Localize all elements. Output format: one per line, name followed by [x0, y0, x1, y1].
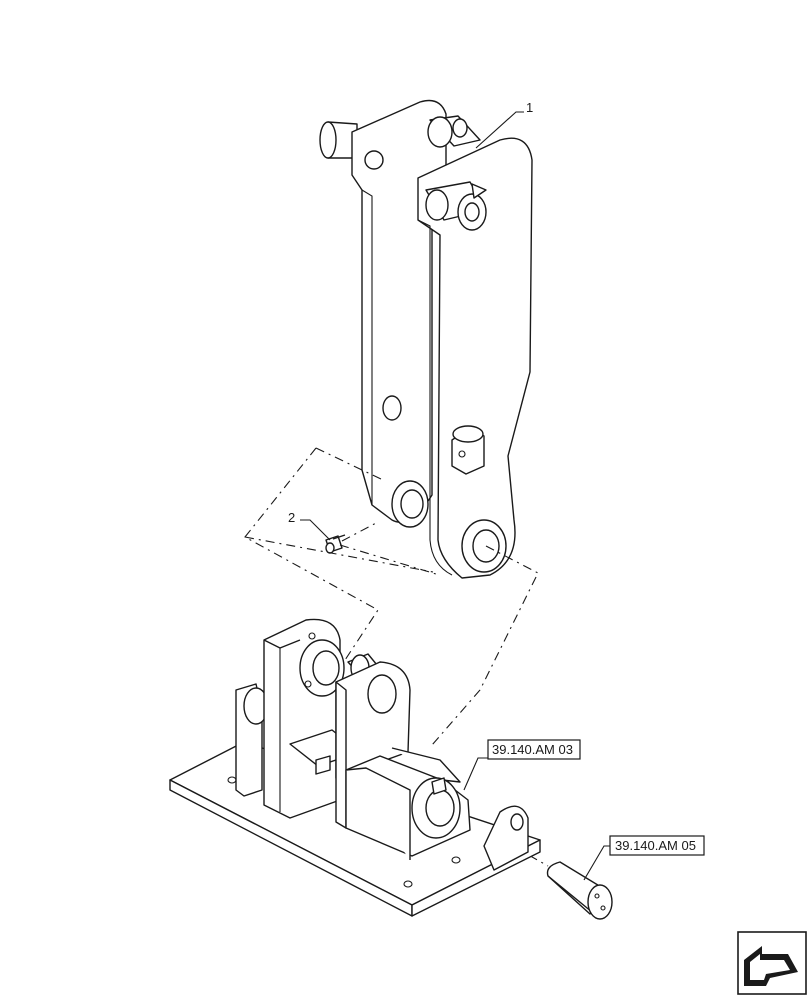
leader-lines: [300, 111, 610, 881]
pivot-pin: [546, 861, 613, 920]
reference-label: 39.140.AM 03: [492, 742, 573, 757]
reference-39-140-am-05[interactable]: 39.140.AM 05: [609, 835, 705, 856]
reference-box: [609, 835, 705, 856]
base-bracket: [169, 618, 541, 917]
link-arm-assembly: [319, 99, 533, 579]
navigation-arrow-icon[interactable]: [737, 931, 807, 995]
reference-label: 39.140.AM 05: [615, 838, 696, 853]
callout-1: 1: [526, 100, 533, 115]
assembly-lines: [244, 447, 549, 867]
grease-fitting: [325, 534, 346, 554]
reference-39-140-am-03[interactable]: 39.140.AM 03: [487, 739, 581, 760]
reference-box: [487, 739, 581, 760]
callout-2: 2: [288, 510, 295, 525]
